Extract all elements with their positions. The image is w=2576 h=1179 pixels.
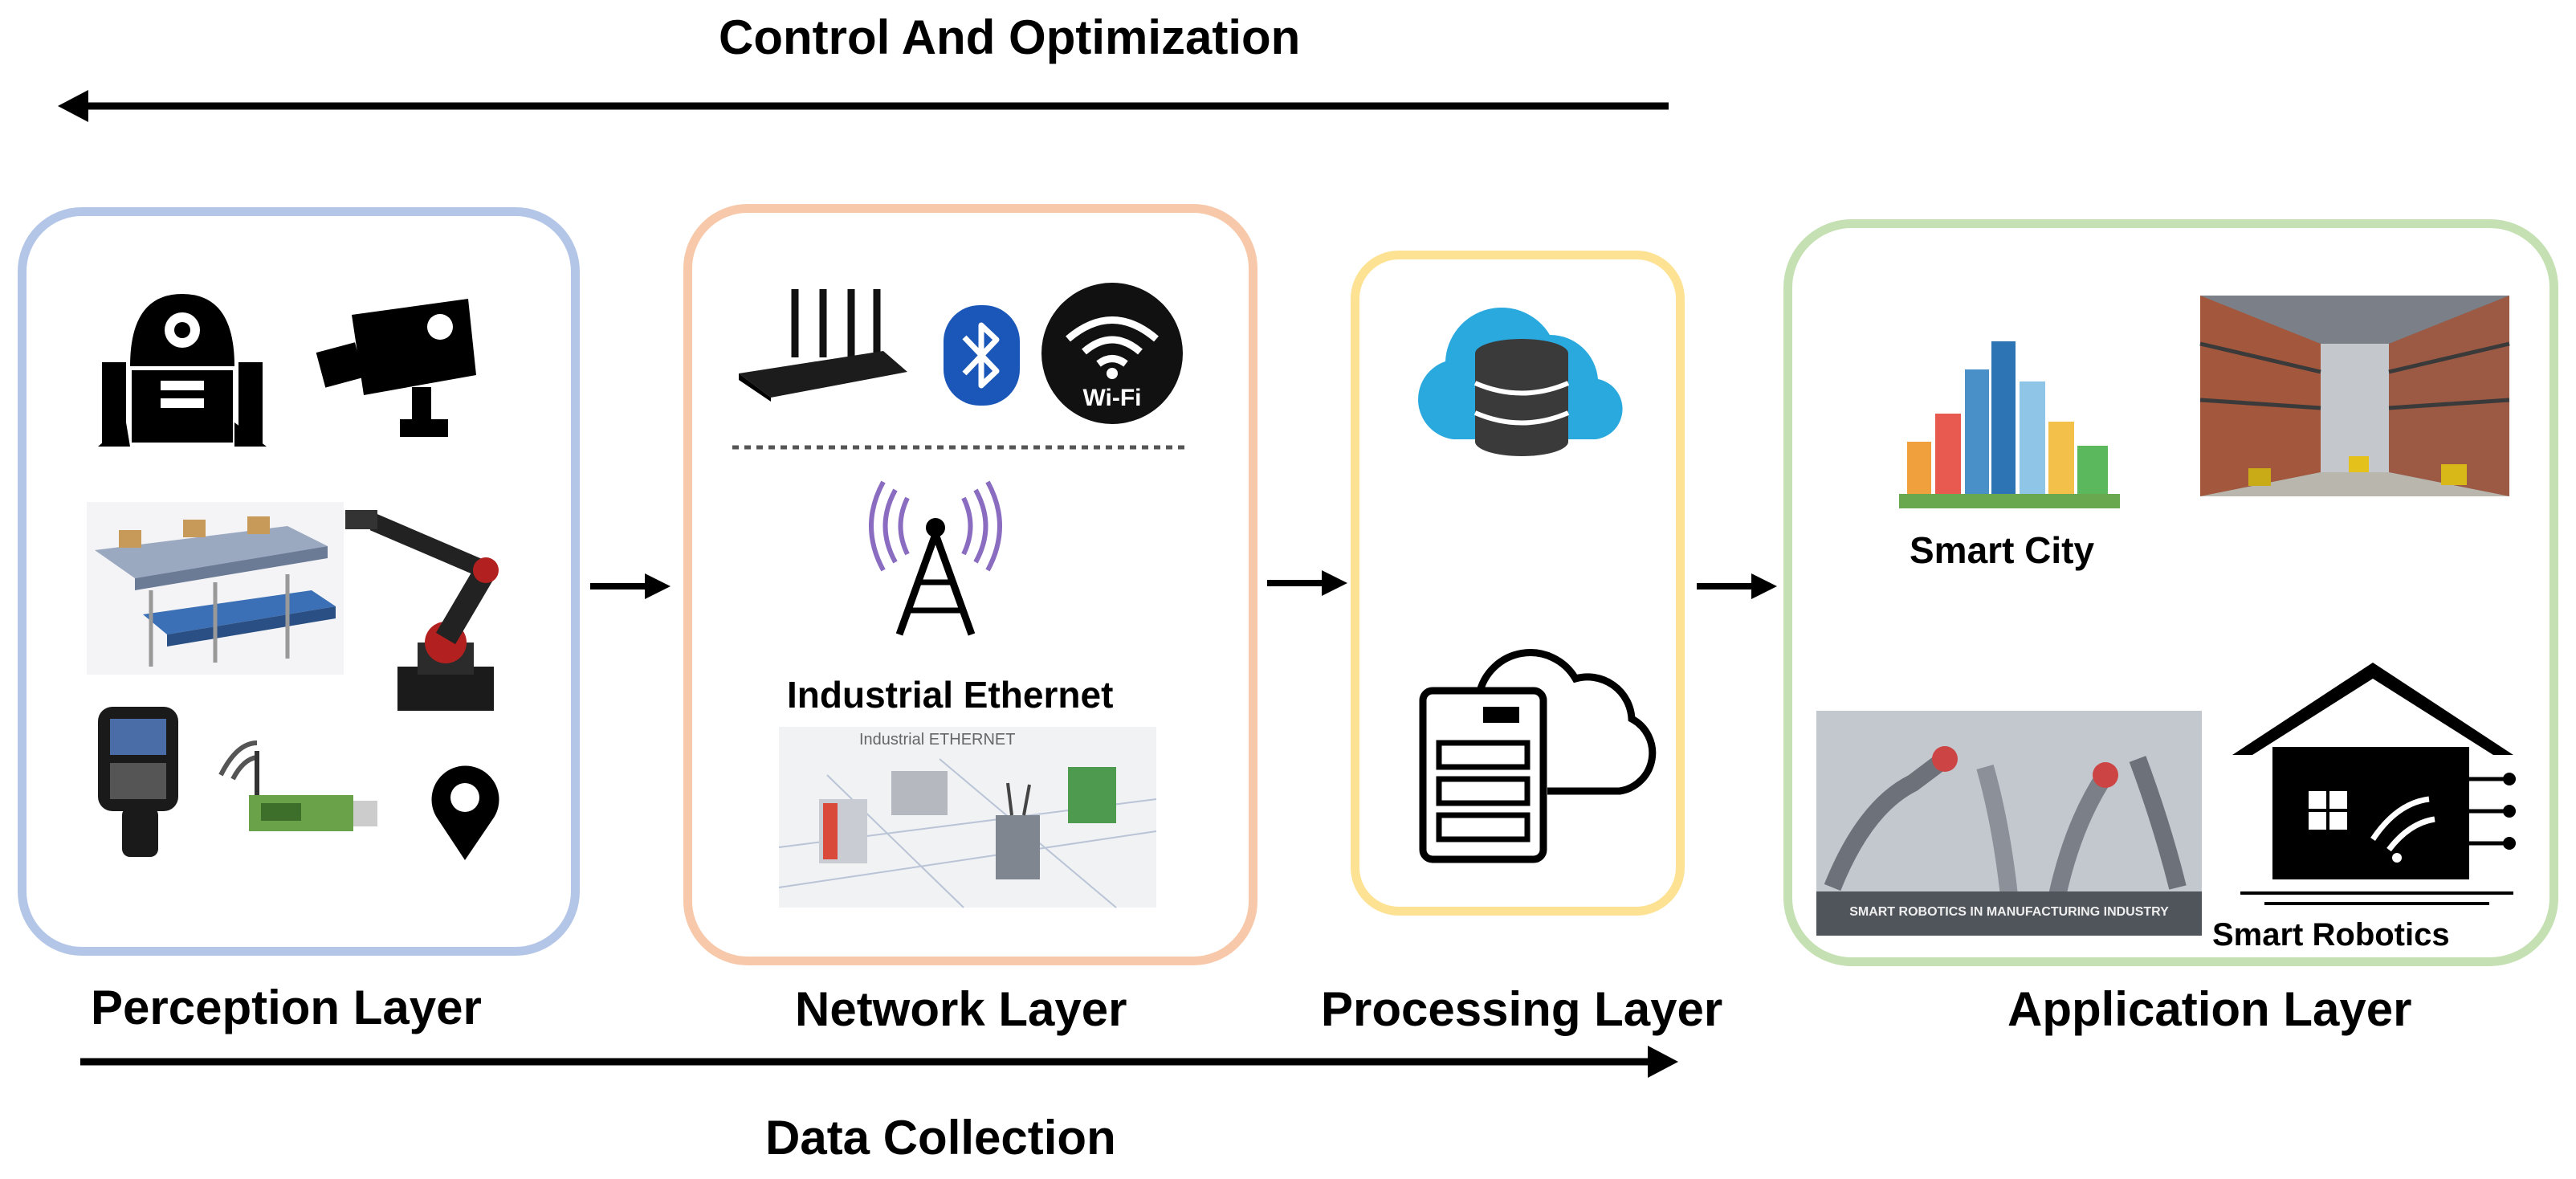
control-optimization-label: Control And Optimization	[719, 10, 1301, 64]
smart-home-icon	[2232, 663, 2516, 905]
dotted-divider	[732, 445, 1190, 450]
industrial-ethernet-label: Industrial Ethernet	[787, 674, 1114, 716]
smart-city-icon	[1899, 341, 2120, 508]
bluetooth-icon	[944, 305, 1020, 406]
arrow-processing-to-application-head	[1751, 573, 1777, 599]
rfid-reader-icon	[218, 740, 377, 831]
perception-layer-label: Perception Layer	[91, 981, 482, 1034]
warehouse-photo	[2199, 296, 2510, 496]
smart-city-label: Smart City	[1910, 529, 2095, 571]
cloud-server-icon	[1419, 649, 1657, 863]
cloud-database-icon	[1418, 307, 1623, 456]
data-collection-label: Data Collection	[765, 1111, 1116, 1165]
antenna-tower-icon	[869, 480, 1002, 636]
robotics-photo: SMART ROBOTICS IN MANUFACTURING INDUSTRY	[1816, 711, 2202, 936]
conveyor-belt-icon	[87, 502, 344, 675]
smart-robotics-label: Smart Robotics	[2212, 917, 2450, 953]
barcode-scanner-icon	[98, 707, 178, 857]
arrow-perception-to-network-head	[645, 573, 670, 599]
robotics-photo-text: SMART ROBOTICS IN MANUFACTURING INDUSTRY	[1849, 905, 2169, 919]
arrow-network-to-processing-head	[1322, 570, 1347, 596]
processing-layer-label: Processing Layer	[1321, 982, 1723, 1036]
robot-icon	[98, 294, 267, 447]
industrial-ethernet-photo: Industrial ETHERNET	[778, 727, 1157, 908]
industrial-ethernet-photo-text: Industrial ETHERNET	[859, 731, 1016, 749]
security-camera-icon	[316, 299, 476, 437]
wifi-text: Wi-Fi	[1082, 385, 1141, 411]
wifi-icon: Wi-Fi	[1041, 283, 1183, 424]
network-layer-label: Network Layer	[795, 982, 1127, 1036]
application-layer-label: Application Layer	[2007, 982, 2412, 1036]
location-pin-icon	[431, 765, 499, 860]
router-icon	[739, 289, 907, 402]
robotic-arm-icon	[345, 510, 499, 711]
